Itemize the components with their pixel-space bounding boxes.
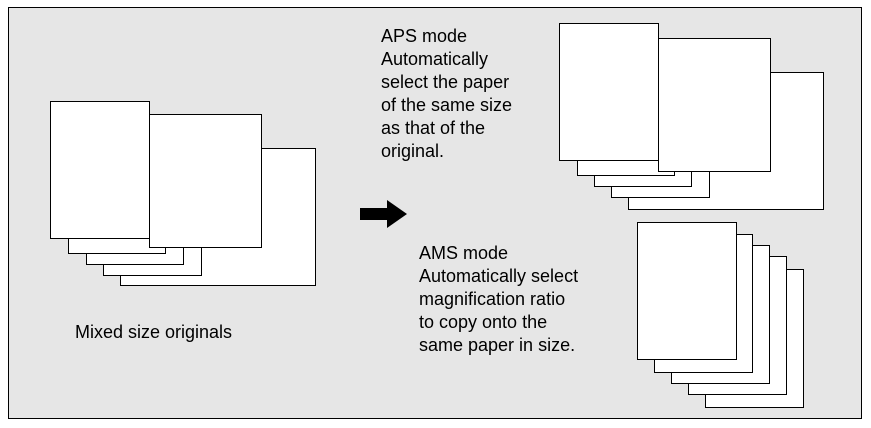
ams-line-3: to copy onto the	[419, 312, 548, 332]
ams-line-2: magnification ratio	[419, 289, 566, 309]
aps-line-4: as that of the	[381, 118, 486, 138]
original-sheet-landscape	[149, 114, 262, 248]
ams-line-1: Automatically select	[419, 266, 579, 286]
ams-mode-title: AMS mode	[419, 243, 509, 263]
aps-line-5: original.	[381, 141, 445, 161]
right-arrow-icon	[360, 200, 407, 228]
mixed-originals-caption: Mixed size originals	[75, 322, 233, 342]
aps-sheet-landscape	[658, 38, 771, 172]
aps-line-3: of the same size	[381, 95, 513, 115]
original-sheet-portrait	[50, 101, 150, 239]
aps-mode-title: APS mode	[381, 26, 468, 46]
ams-line-4: same paper in size.	[419, 335, 576, 355]
ams-sheet-1	[637, 222, 737, 360]
aps-line-1: Automatically	[381, 49, 489, 69]
aps-line-2: select the paper	[381, 72, 510, 92]
aps-sheet-portrait	[559, 23, 659, 161]
